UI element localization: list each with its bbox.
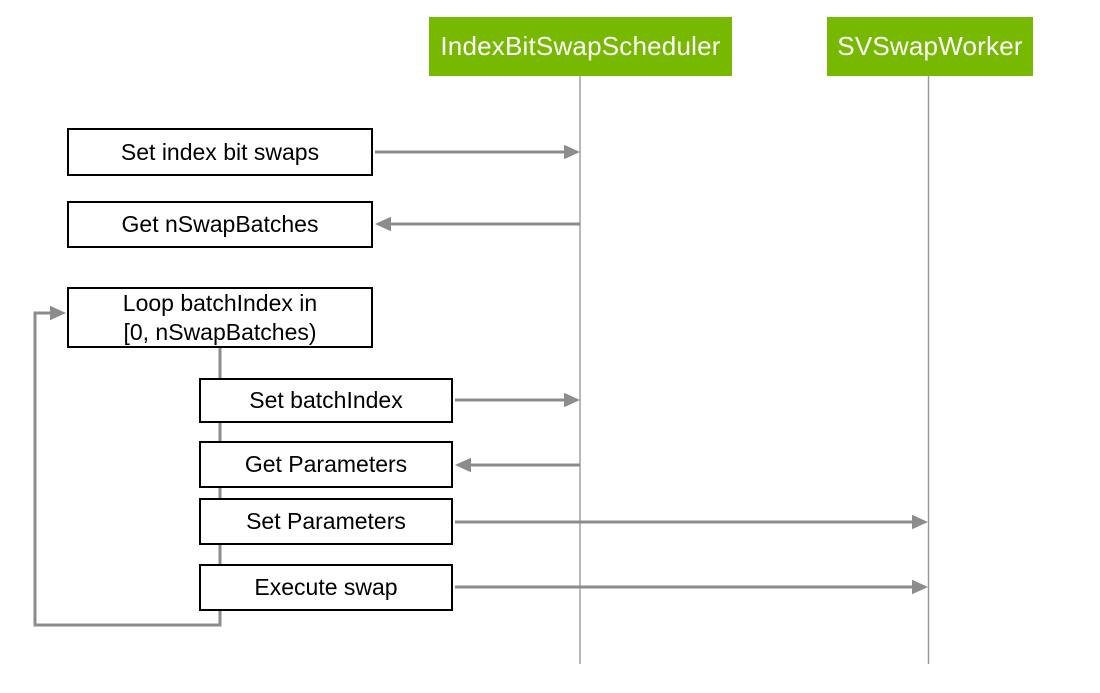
arrow-set-batchindex: [455, 392, 580, 408]
message-box-execute-swap: Execute swap: [199, 564, 453, 611]
loop-back-line: [33, 305, 222, 627]
arrowhead-right-icon: [564, 392, 580, 408]
arrowhead-right-icon: [912, 579, 928, 595]
message-label: Set index bit swaps: [120, 138, 320, 165]
message-label: Get Parameters: [244, 451, 408, 478]
message-label: Set batchIndex: [249, 387, 403, 414]
message-box-set-parameters: Set Parameters: [199, 498, 453, 545]
message-label: Set Parameters: [246, 508, 406, 535]
message-box-get-parameters: Get Parameters: [199, 441, 453, 488]
arrow-get-parameters: [455, 457, 580, 473]
actor-scheduler: IndexBitSwapScheduler: [429, 17, 732, 76]
message-box-loop-batchindex: Loop batchIndex in [0, nSwapBatches): [67, 287, 373, 348]
message-label: Execute swap: [254, 574, 398, 601]
arrow-set-index-bit-swaps: [375, 144, 580, 160]
message-label: Get nSwapBatches: [121, 211, 319, 238]
arrow-get-nswapbatches: [375, 216, 580, 232]
message-box-set-batchindex: Set batchIndex: [199, 378, 453, 423]
actor-worker: SVSwapWorker: [827, 17, 1033, 76]
arrowhead-right-icon: [912, 514, 928, 530]
arrowhead-left-icon: [375, 216, 391, 232]
arrowhead-left-icon: [455, 457, 471, 473]
arrowhead-right-icon: [564, 144, 580, 160]
arrow-set-parameters: [455, 514, 928, 530]
actor-scheduler-label: IndexBitSwapScheduler: [440, 31, 721, 61]
message-box-get-nswapbatches: Get nSwapBatches: [67, 201, 373, 248]
arrowhead-right-icon: [50, 305, 66, 321]
actor-worker-label: SVSwapWorker: [837, 31, 1023, 61]
loop-label-line2: [0, nSwapBatches): [123, 318, 317, 345]
message-box-set-index-bit-swaps: Set index bit swaps: [67, 128, 373, 176]
loop-label-line1: Loop batchIndex in: [122, 290, 318, 317]
arrow-execute-swap: [455, 579, 928, 595]
